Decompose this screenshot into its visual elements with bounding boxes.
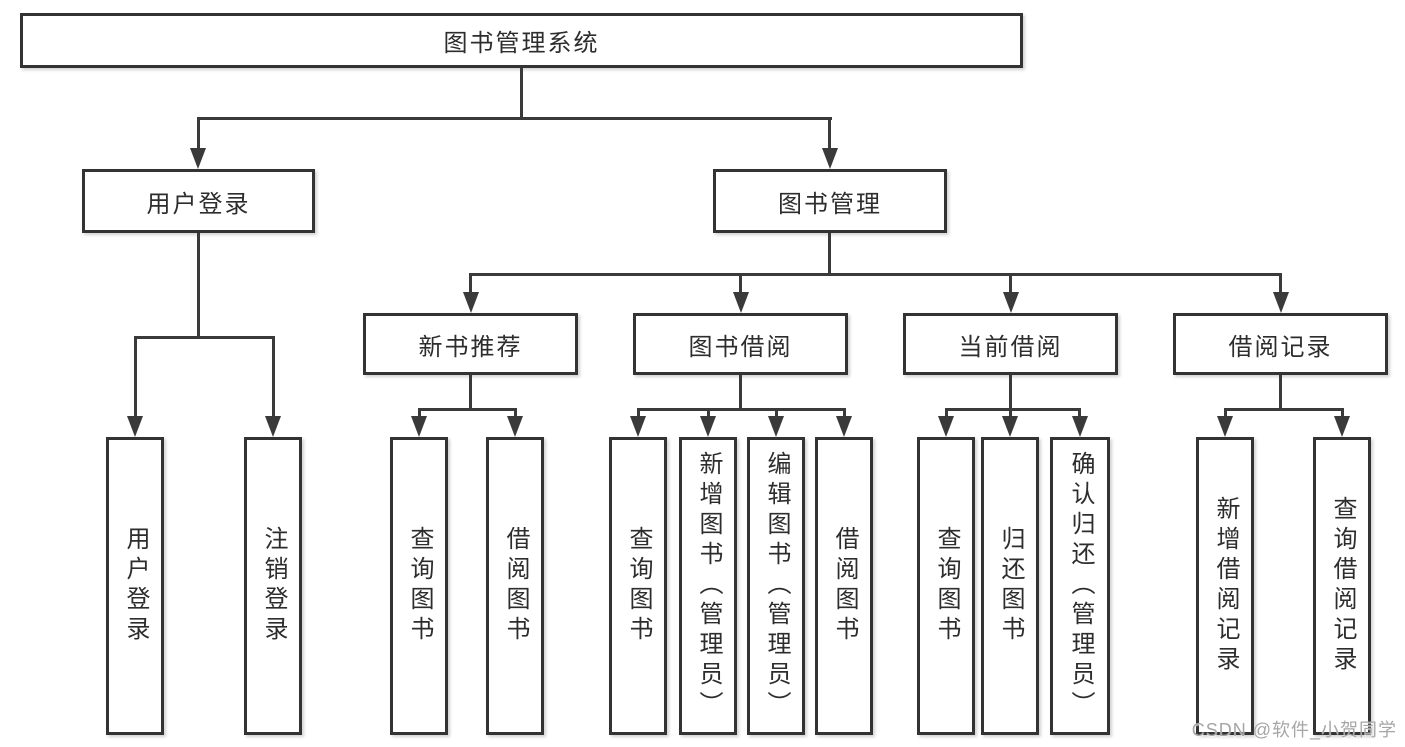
leaf-label: 新增借阅记录: [1212, 496, 1239, 676]
leaf-logout: 注销登录: [244, 437, 302, 735]
arrow-down-icon: [1071, 416, 1088, 437]
arrow-down-icon: [411, 416, 427, 437]
arrow-down-icon: [938, 416, 954, 437]
connector-user-login-drop: [197, 117, 200, 149]
connector-drop: [1223, 408, 1227, 418]
connector-book-borrow-drop: [739, 273, 742, 292]
connector-borrow-records-stem: [1279, 375, 1282, 411]
node-library-system: 图书管理系统: [20, 13, 1023, 68]
connector-user-login-bar: [133, 336, 275, 339]
node-borrow-records: 借阅记录: [1173, 313, 1388, 375]
leaf-label: 编辑图书（管理员）: [763, 451, 790, 721]
connector-current-borrow-drop: [1009, 273, 1012, 292]
leaf-borrow-books-recommend: 借阅图书: [486, 437, 544, 735]
leaf-add-borrow-record: 新增借阅记录: [1196, 437, 1254, 735]
connector-drop: [706, 408, 710, 418]
leaf-label: 注销登录: [260, 526, 287, 646]
arrow-down-icon: [1217, 416, 1233, 437]
connector-book-borrow-stem: [739, 375, 742, 411]
connector-drop: [1340, 408, 1344, 418]
arrow-down-icon: [127, 416, 143, 437]
leaf-user-login: 用户登录: [106, 437, 164, 735]
arrow-down-icon: [768, 416, 784, 437]
connector-current-borrow-stem: [1009, 375, 1012, 411]
arrow-down-icon: [1334, 416, 1350, 437]
connector-drop: [1008, 408, 1012, 418]
connector-root-stem: [520, 68, 523, 120]
arrow-down-icon: [190, 148, 206, 169]
arrow-down-icon: [836, 416, 852, 437]
connector-drop: [774, 408, 778, 418]
node-new-book-recommend: 新书推荐: [363, 313, 578, 375]
connector-new-book-drop: [469, 273, 472, 292]
leaf-label: 查询图书: [933, 526, 960, 646]
arrow-down-icon: [1272, 292, 1289, 313]
leaf-confirm-return-admin: 确认归还（管理员）: [1050, 437, 1110, 735]
connector-leaf-logout-drop: [271, 336, 275, 416]
arrow-down-icon: [1002, 416, 1018, 437]
leaf-borrow-books: 借阅图书: [815, 437, 873, 735]
arrow-down-icon: [822, 148, 838, 169]
node-current-borrow: 当前借阅: [903, 313, 1118, 375]
arrow-down-icon: [265, 416, 281, 437]
connector-book-mgmt-bar: [469, 273, 1282, 276]
connector-drop: [417, 408, 421, 418]
arrow-down-icon: [700, 416, 716, 437]
connector-root-bar: [197, 117, 832, 120]
arrow-down-icon: [732, 292, 749, 313]
connector-drop: [1078, 408, 1081, 418]
leaf-query-books-recommend: 查询图书: [390, 437, 448, 735]
watermark: CSDN @软件_小贺同学: [1191, 720, 1397, 740]
connector-drop: [513, 408, 517, 418]
node-user-login: 用户登录: [82, 169, 315, 233]
leaf-add-book-admin: 新增图书（管理员）: [679, 437, 737, 735]
leaf-edit-book-admin: 编辑图书（管理员）: [747, 437, 805, 735]
arrow-down-icon: [507, 416, 523, 437]
leaf-query-borrow-record: 查询借阅记录: [1313, 437, 1371, 735]
connector-book-mgmt-stem: [828, 233, 831, 276]
connector-drop: [944, 408, 948, 418]
node-book-management: 图书管理: [713, 169, 947, 233]
leaf-query-books-current: 查询图书: [917, 437, 975, 735]
connector-drop: [636, 408, 640, 418]
leaf-label: 借阅图书: [831, 526, 858, 646]
arrow-down-icon: [630, 416, 646, 437]
connector-drop: [842, 408, 846, 418]
leaf-label: 新增图书（管理员）: [695, 451, 722, 721]
leaf-return-book: 归还图书: [981, 437, 1039, 735]
connector-borrow-records-drop: [1279, 273, 1282, 292]
leaf-label: 用户登录: [122, 526, 149, 646]
connector-current-borrow-bar: [944, 408, 1081, 411]
connector-borrow-records-bar: [1223, 408, 1344, 411]
leaf-label: 借阅图书: [502, 526, 529, 646]
connector-book-mgmt-drop: [828, 117, 831, 149]
arrow-down-icon: [462, 292, 479, 313]
node-book-borrow: 图书借阅: [633, 313, 848, 375]
leaf-label: 确认归还（管理员）: [1067, 451, 1094, 721]
connector-book-borrow-bar: [636, 408, 846, 411]
connector-new-book-stem: [469, 375, 472, 411]
leaf-label: 归还图书: [997, 526, 1024, 646]
arrow-down-icon: [1002, 292, 1019, 313]
leaf-label: 查询借阅记录: [1329, 496, 1356, 676]
leaf-label: 查询图书: [406, 526, 433, 646]
leaf-query-books-borrow: 查询图书: [609, 437, 667, 735]
connector-user-login-stem: [197, 233, 200, 339]
connector-new-book-bar: [417, 408, 517, 411]
connector-leaf-login-drop: [133, 336, 137, 416]
leaf-label: 查询图书: [625, 526, 652, 646]
